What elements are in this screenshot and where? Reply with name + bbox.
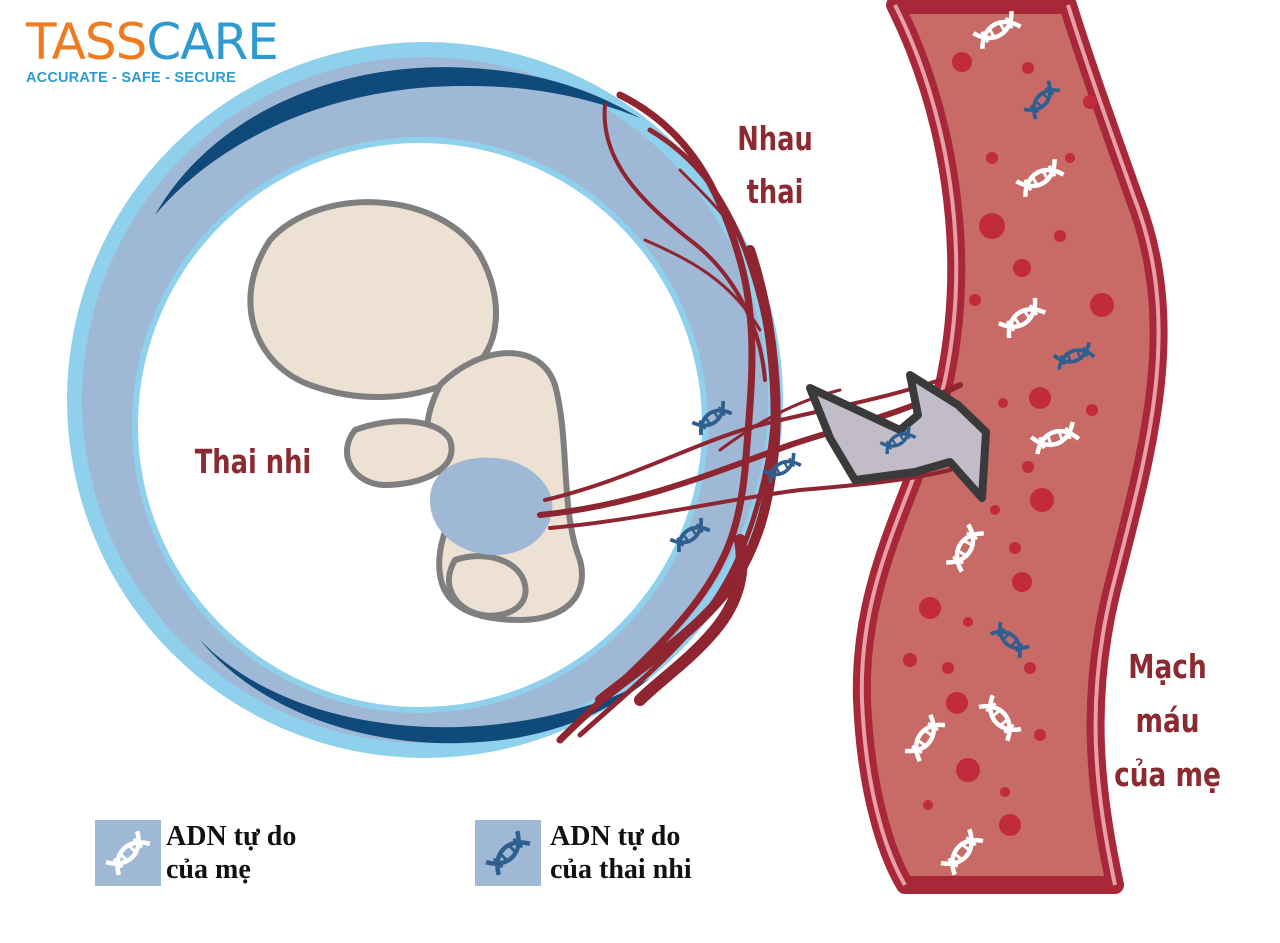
legend-maternal-text: ADN tự do của mẹ: [166, 820, 366, 886]
legend-maternal-line2: của mẹ: [166, 854, 251, 885]
vessel-label-line2: của mẹ: [1114, 755, 1221, 794]
fetus-abdomen: [430, 457, 553, 555]
blood-cells: [903, 52, 1114, 836]
placenta-vessels: [537, 91, 963, 744]
fetus-foot: [446, 553, 529, 619]
legend-fetal-line1: ADN tự do: [550, 821, 681, 852]
tasscare-logo: TASSCARE ACCURATE - SAFE - SECURE: [26, 13, 279, 86]
fetus-arm: [343, 418, 455, 488]
legend-fetal-swatch: [475, 820, 541, 886]
sac-bottom-band: [200, 640, 650, 744]
legend-maternal-line1: ADN tự do: [166, 821, 297, 852]
legend-maternal-swatch: [95, 820, 161, 886]
vessel-left-highlight: [859, 4, 959, 887]
fetus-label: Thai nhi: [194, 442, 312, 481]
placenta-label: Nhau thai: [720, 112, 829, 218]
legend-fetal-text: ADN tự do của thai nhi: [550, 820, 770, 886]
logo-wordmark: TASSCARE: [26, 13, 279, 71]
vessel-label: Mạch máu của mẹ: [1094, 640, 1242, 802]
placenta-label-line1: Nhau: [737, 119, 813, 158]
logo-part2: CARE: [146, 13, 278, 71]
logo-tagline: ACCURATE - SAFE - SECURE: [26, 70, 236, 86]
vessel-right-highlight: [1066, 4, 1161, 886]
vessel-label-line1: Mạch máu: [1128, 647, 1207, 740]
placenta-label-line2: thai: [746, 172, 804, 211]
fetus: [247, 199, 585, 623]
maternal-vessel: [852, 0, 1168, 894]
logo-part1: TASS: [26, 13, 147, 71]
legend-fetal-line2: của thai nhi: [550, 854, 692, 885]
